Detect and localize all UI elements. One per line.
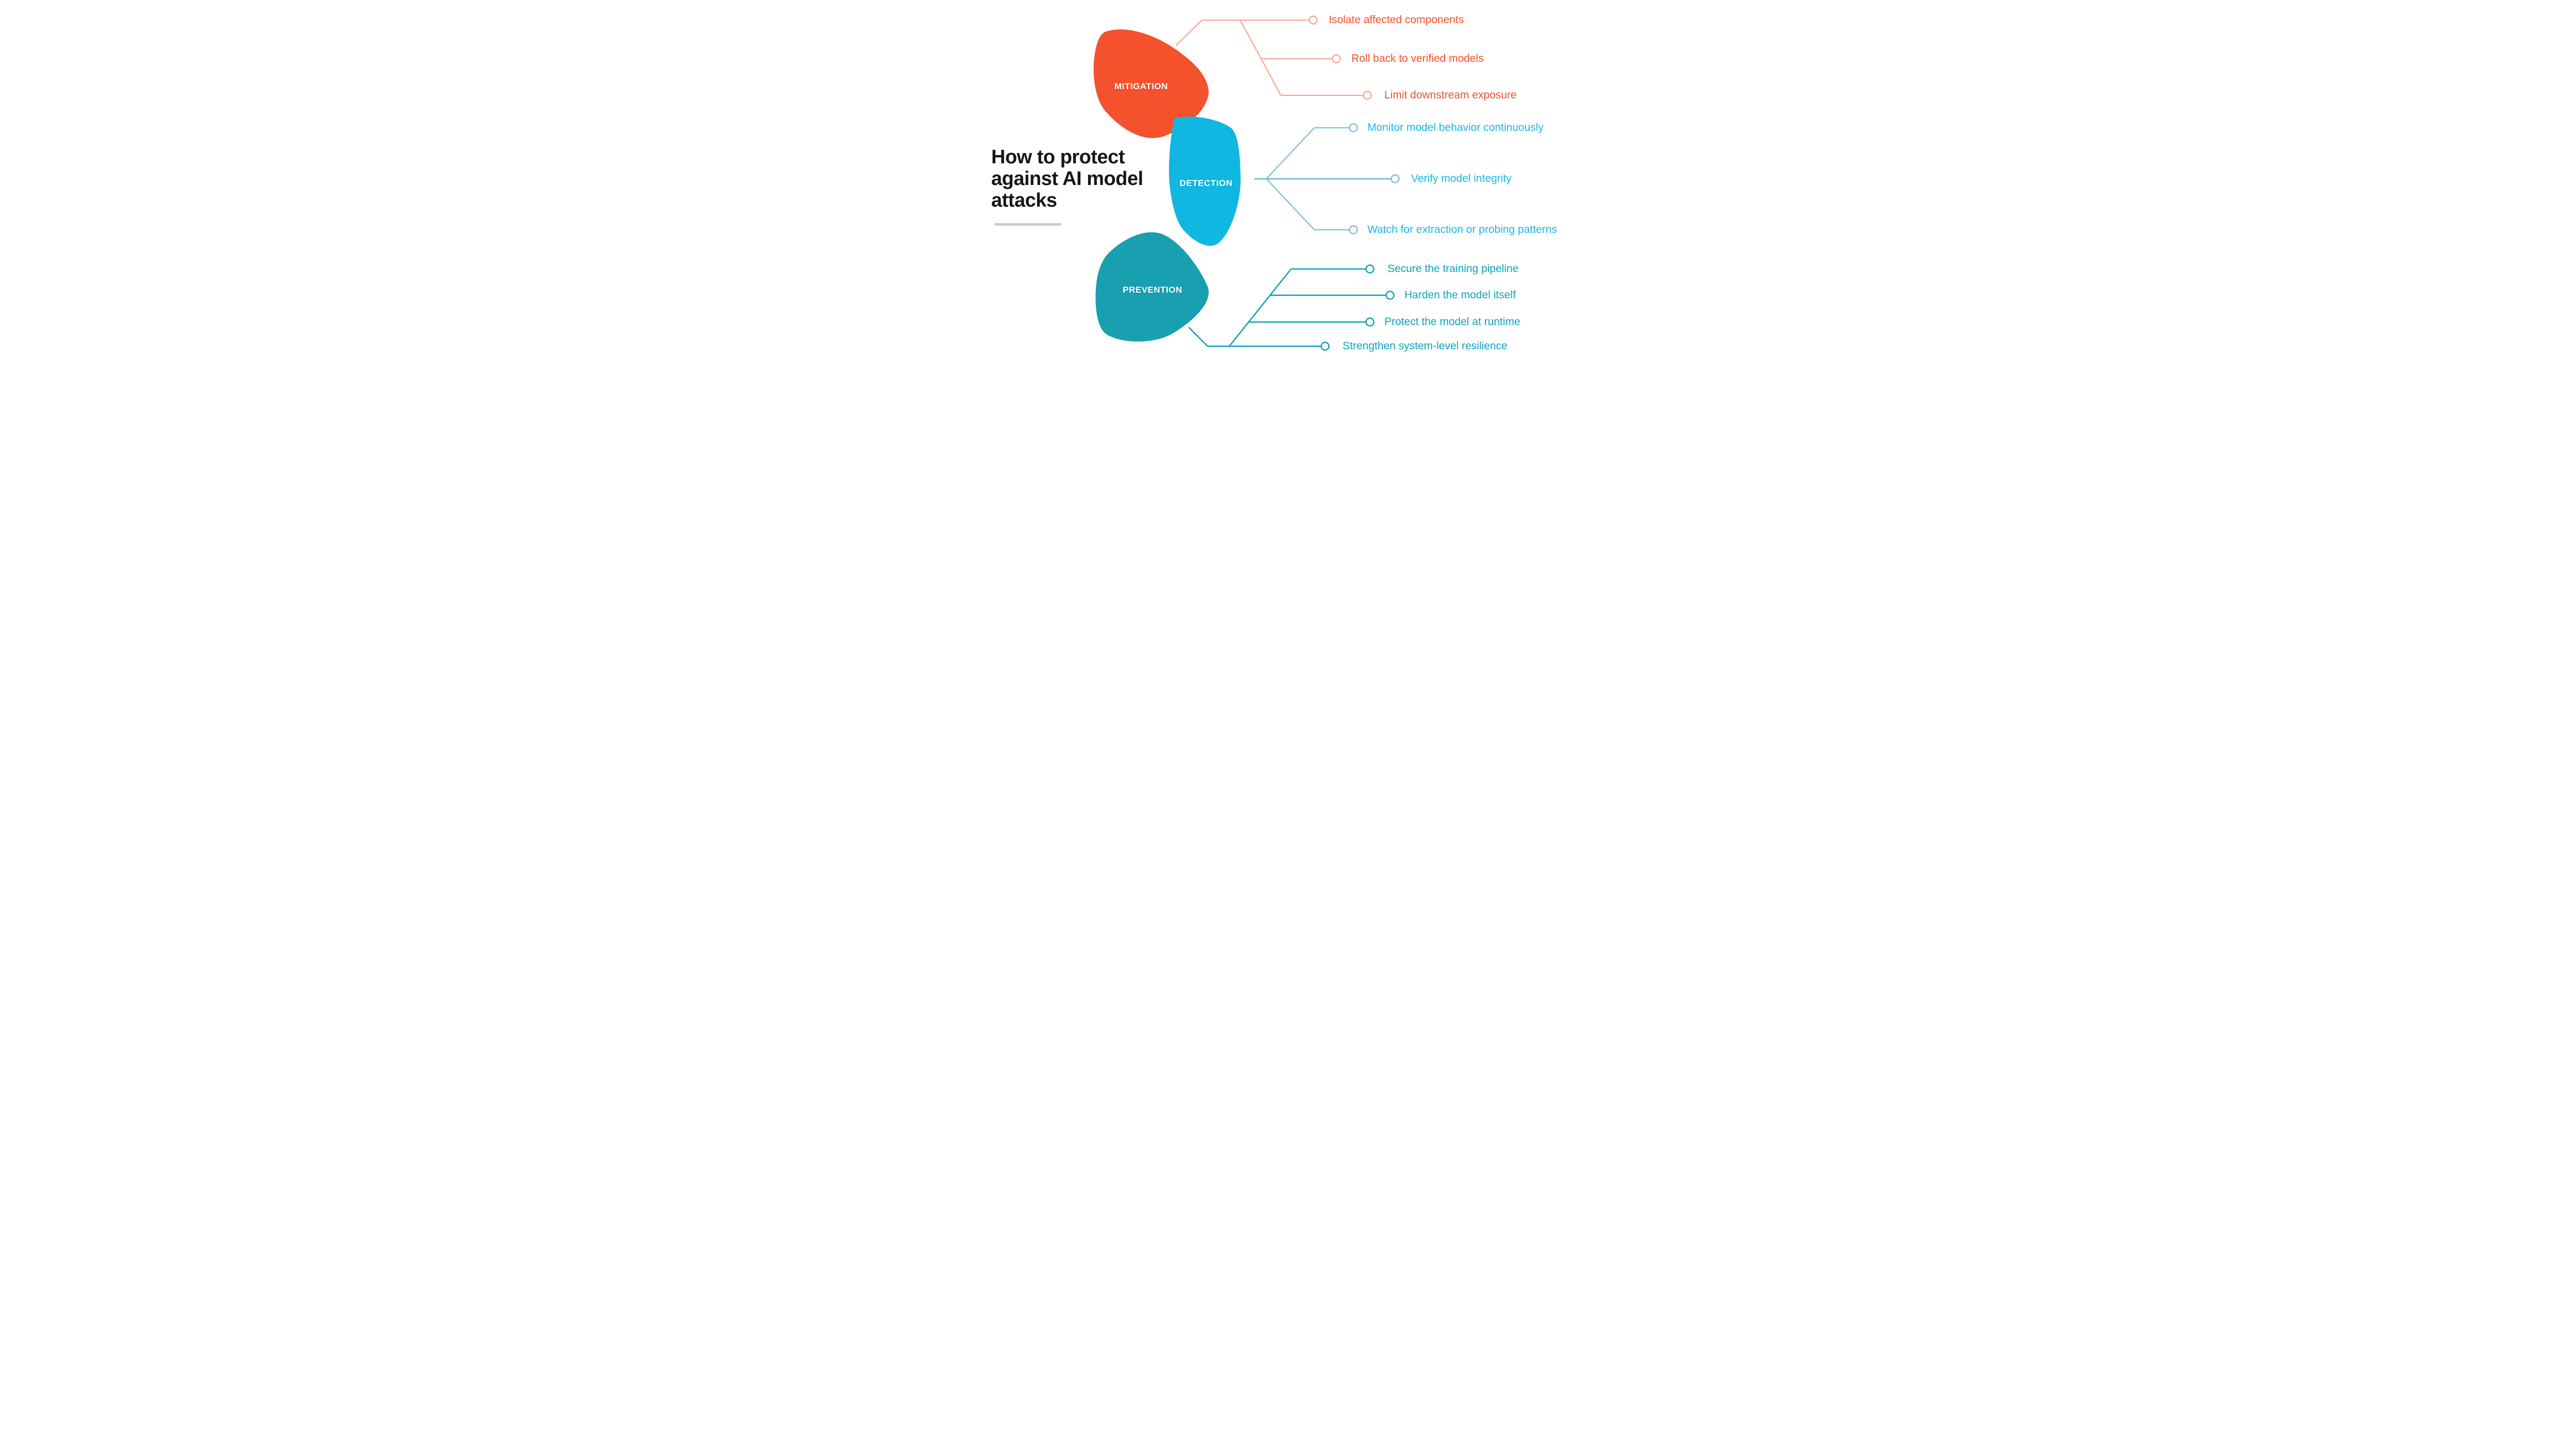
item-label-verify: Verify model integrity bbox=[1411, 173, 1512, 184]
mitigation-connector-branch-3 bbox=[1260, 58, 1363, 96]
category-label-detection: DETECTION bbox=[1179, 178, 1233, 188]
node-circle-watch bbox=[1349, 225, 1358, 234]
detection-blob-shape bbox=[1168, 116, 1241, 246]
node-circle-verify bbox=[1391, 174, 1400, 183]
category-label-prevention: PREVENTION bbox=[1123, 285, 1182, 295]
page-title-line-1: How to protect bbox=[991, 146, 1125, 168]
page-title-line-2: against AI model bbox=[991, 168, 1143, 190]
node-circle-strengthen bbox=[1320, 342, 1330, 351]
title-underline-bar bbox=[994, 223, 1061, 226]
mitigation-connector-stem bbox=[1176, 19, 1309, 46]
node-circle-isolate bbox=[1309, 15, 1318, 25]
diagram-graphics bbox=[1093, 15, 1400, 351]
item-label-rollback: Roll back to verified models bbox=[1351, 53, 1484, 64]
node-circle-protect bbox=[1365, 317, 1375, 327]
item-label-protect: Protect the model at runtime bbox=[1384, 316, 1520, 328]
page-title: How to protect against AI model attacks bbox=[991, 146, 1143, 211]
node-circle-harden bbox=[1385, 291, 1395, 300]
page-title-line-3: attacks bbox=[991, 190, 1057, 211]
detection-connector-down bbox=[1266, 178, 1349, 231]
node-circle-secure bbox=[1365, 264, 1375, 274]
mitigation-blob-shape bbox=[1093, 29, 1209, 138]
item-label-isolate: Isolate affected components bbox=[1329, 14, 1464, 26]
prevention-connector-secure bbox=[1229, 268, 1366, 347]
item-label-monitor: Monitor model behavior continuously bbox=[1367, 122, 1544, 133]
node-circle-rollback bbox=[1332, 54, 1341, 63]
detection-connector-up bbox=[1266, 127, 1349, 179]
item-label-strengthen: Strengthen system-level resilience bbox=[1343, 340, 1507, 352]
category-label-mitigation: MITIGATION bbox=[1114, 81, 1168, 91]
node-circle-limit bbox=[1363, 91, 1372, 100]
infographic-canvas: How to protect against AI model attacks … bbox=[966, 0, 1610, 363]
item-label-harden: Harden the model itself bbox=[1404, 289, 1516, 301]
item-label-secure: Secure the training pipeline bbox=[1387, 263, 1519, 275]
mitigation-connector-branch-2 bbox=[1239, 20, 1332, 60]
prevention-blob-shape bbox=[1095, 232, 1209, 342]
node-circle-monitor bbox=[1349, 123, 1358, 132]
item-label-limit: Limit downstream exposure bbox=[1384, 89, 1517, 101]
prevention-connector-stem bbox=[1188, 327, 1321, 347]
item-label-watch: Watch for extraction or probing patterns bbox=[1367, 224, 1557, 235]
